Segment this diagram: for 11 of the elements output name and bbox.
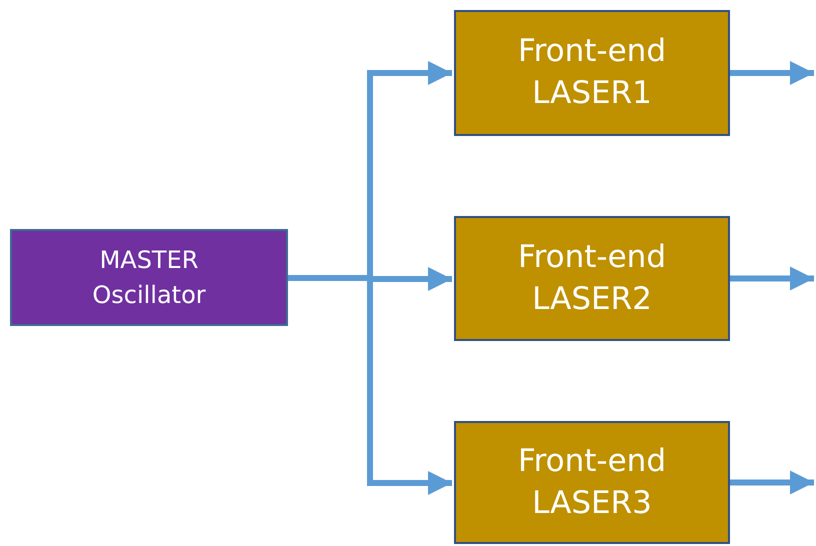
oscillator-box — [10, 229, 288, 326]
box-label: Front-end LASER2 — [517, 238, 667, 318]
laser-box — [454, 10, 730, 136]
laser-box — [454, 421, 730, 544]
box-label: Front-end LASER3 — [517, 442, 667, 522]
laser-box — [454, 216, 730, 341]
arrow — [730, 470, 814, 494]
box-label: MASTER Oscillator — [91, 244, 207, 310]
arrow — [730, 61, 814, 85]
box-label: Front-end LASER1 — [517, 32, 667, 113]
arrow — [730, 266, 814, 290]
